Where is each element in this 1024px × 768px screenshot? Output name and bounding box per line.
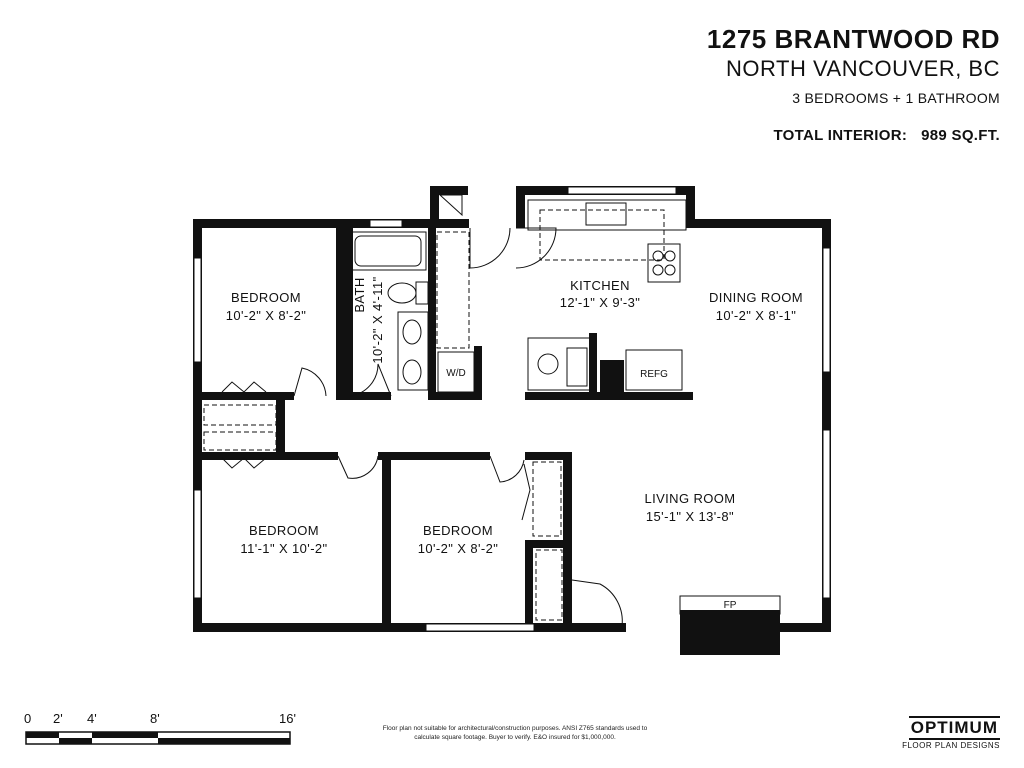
scale-label-0: 0 [24, 711, 31, 726]
disclaimer-line-2: calculate square footage. Buyer to verif… [414, 734, 616, 741]
scale-label-16: 16' [279, 711, 296, 726]
bath-name: BATH [352, 277, 367, 312]
washer-dryer-label: W/D [446, 368, 465, 379]
bedroom-s-name: BEDROOM [423, 523, 493, 538]
fireplace-label: FP [724, 600, 737, 611]
living-name: LIVING ROOM [644, 491, 735, 506]
dining-dims: 10'-2" X 8'-1" [716, 308, 797, 323]
walls [193, 186, 831, 655]
total-interior-value: 989 SQ.FT. [921, 127, 1000, 144]
bedroom-sw-name: BEDROOM [249, 523, 319, 538]
kitchen-name: KITCHEN [570, 278, 630, 293]
fixtures-drawing [203, 194, 781, 627]
scale-label-4: 4' [87, 711, 97, 726]
logo-brand: OPTIMUM [908, 716, 1000, 740]
kitchen-dims: 12'-1" X 9'-3" [560, 295, 641, 310]
total-interior: TOTAL INTERIOR: 989 SQ.FT. [773, 127, 1000, 144]
disclaimer-line-1: Floor plan not suitable for architectura… [382, 725, 648, 732]
scale-bar: 0 2' 4' 8' 16' [24, 711, 296, 745]
dining-name: DINING ROOM [709, 290, 803, 305]
logo-tagline: FLOOR PLAN DESIGNS [902, 741, 1000, 750]
rooms-summary: 3 BEDROOMS + 1 BATHROOM [792, 90, 1000, 106]
bedroom-nw-dims: 10'-2" X 8'-2" [226, 308, 307, 323]
company-logo: OPTIMUM FLOOR PLAN DESIGNS [902, 716, 1000, 750]
scale-label-2: 2' [53, 711, 63, 726]
refrigerator-label: REFG [640, 369, 668, 380]
bedroom-s-dims: 10'-2" X 8'-2" [418, 541, 499, 556]
total-interior-label: TOTAL INTERIOR: [773, 127, 908, 144]
living-dims: 15'-1" X 13'-8" [646, 509, 734, 524]
property-address: 1275 BRANTWOOD RD [706, 24, 1000, 54]
bath-dims: 10'-2" X 4'-11" [370, 276, 385, 363]
scale-label-8: 8' [150, 711, 160, 726]
windows [193, 186, 831, 632]
bedroom-nw-name: BEDROOM [231, 290, 301, 305]
property-city: NORTH VANCOUVER, BC [726, 56, 1000, 81]
disclaimer: Floor plan not suitable for architectura… [370, 724, 660, 742]
bedroom-sw-dims: 11'-1" X 10'-2" [240, 541, 327, 556]
